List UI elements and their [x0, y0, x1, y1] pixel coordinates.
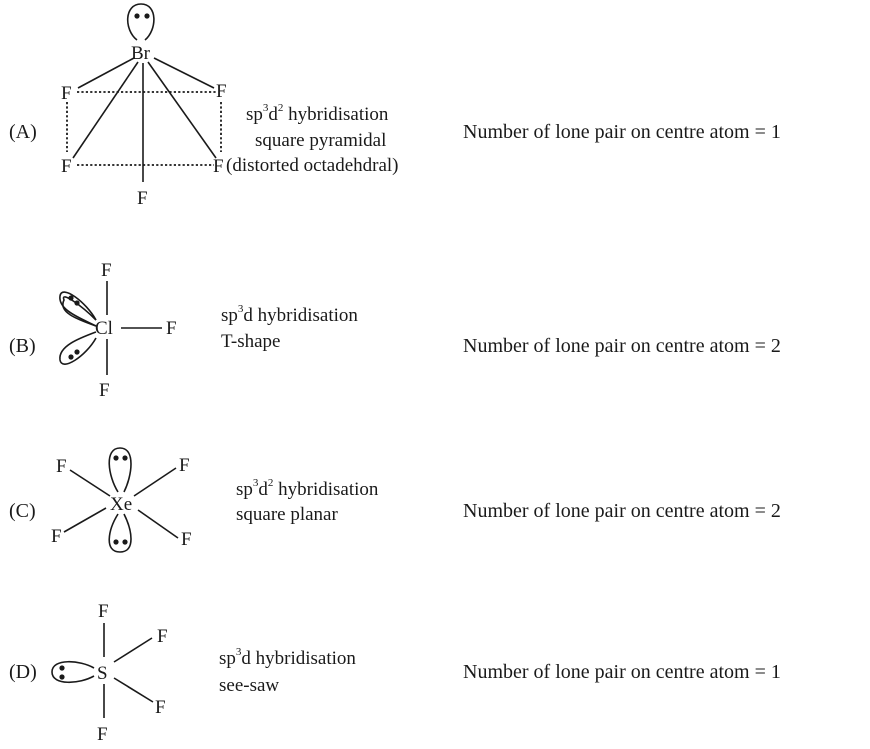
ligand-atom: F	[51, 526, 62, 547]
bond	[147, 61, 217, 159]
bond	[153, 57, 215, 89]
center-atom: S	[97, 663, 108, 684]
shape-text: square pyramidal	[255, 130, 387, 151]
ligand-atom: F	[61, 156, 72, 177]
lone-pair-dot	[59, 665, 65, 671]
lone-pair-dot	[113, 539, 119, 545]
center-atom: Cl	[95, 318, 113, 339]
lone-pair-dot	[68, 295, 74, 301]
bond	[113, 677, 154, 703]
lone-pair-dot	[144, 13, 150, 19]
ligand-atom: F	[101, 260, 112, 281]
lone-pair-dot	[68, 354, 74, 360]
hybridisation-text: sp3d hybridisation	[219, 646, 356, 669]
option-label-d: (D)	[9, 661, 37, 683]
lone-pair-count: Number of lone pair on centre atom = 1	[463, 661, 781, 683]
lone-pair-dot	[74, 349, 80, 355]
ligand-atom: F	[166, 318, 177, 339]
lone-pair-dot	[122, 455, 128, 461]
ligand-atom: F	[181, 529, 192, 550]
bond	[77, 57, 135, 89]
lone-pair-count: Number of lone pair on centre atom = 1	[463, 121, 781, 143]
shape-note: (distorted octadehdral)	[226, 155, 399, 176]
lone-pair-lobe-outline	[59, 331, 97, 365]
lone-pair-lobe	[62, 296, 97, 327]
lone-pair-lobe	[108, 447, 132, 493]
ligand-atom: F	[137, 188, 148, 209]
lone-pair-dot	[59, 674, 65, 680]
bond	[72, 61, 139, 159]
option-label-b: (B)	[9, 335, 36, 357]
lone-pair-dot	[113, 455, 119, 461]
lone-pair-dot	[134, 13, 140, 19]
lone-pair-lobe	[126, 3, 155, 41]
lone-pair-lobe-outline	[59, 291, 97, 327]
shape-text: square planar	[236, 504, 338, 525]
lone-pair-dot	[122, 539, 128, 545]
ligand-atom: F	[157, 626, 168, 647]
ligand-atom: F	[56, 456, 67, 477]
ligand-atom: F	[216, 81, 227, 102]
bond	[63, 507, 107, 533]
ligand-atom: F	[99, 380, 110, 401]
shape-text: see-saw	[219, 675, 280, 696]
lone-pair-lobe	[108, 513, 132, 553]
center-atom: Xe	[110, 494, 132, 515]
hybridisation-text: sp3d hybridisation	[221, 303, 358, 326]
bond	[113, 637, 153, 663]
ligand-atom: F	[98, 601, 109, 622]
center-atom: Br	[131, 43, 151, 64]
hybridisation-text: sp3d2 hybridisation	[236, 477, 379, 500]
lone-pair-count: Number of lone pair on centre atom = 2	[463, 500, 781, 522]
ligand-atom: F	[61, 83, 72, 104]
hybridisation-text: sp3d2 hybridisation	[246, 102, 389, 125]
shape-text: T-shape	[221, 331, 281, 352]
lone-pair-dot	[74, 300, 80, 306]
ligand-atom: F	[213, 156, 224, 177]
lone-pair-count: Number of lone pair on centre atom = 2	[463, 335, 781, 357]
bond	[69, 469, 111, 497]
ligand-atom: F	[179, 455, 190, 476]
ligand-atom: F	[155, 697, 166, 718]
bond	[137, 509, 179, 539]
lone-pair-lobe	[51, 660, 95, 684]
bond	[133, 467, 177, 497]
ligand-atom: F	[97, 724, 108, 745]
option-label-c: (C)	[9, 500, 36, 522]
option-label-a: (A)	[9, 121, 37, 143]
